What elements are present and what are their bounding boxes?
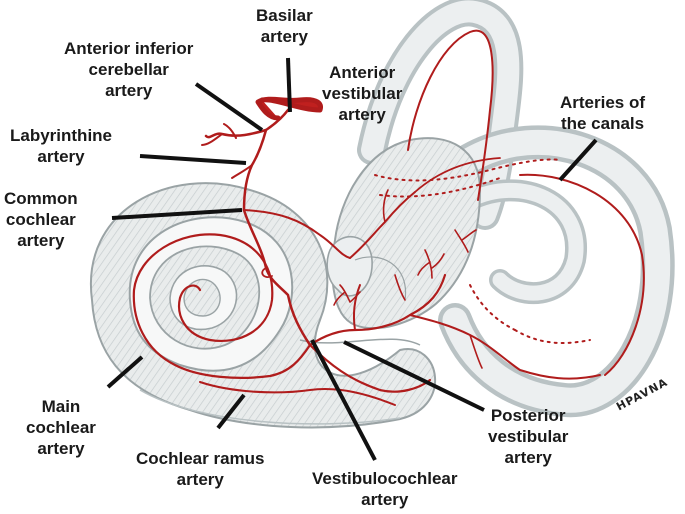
arteries <box>132 29 645 406</box>
leader-lines <box>106 57 598 461</box>
leader-common-cochlear <box>111 208 243 220</box>
leader-posterior-vestibular <box>343 340 485 412</box>
main-cochlear-artery-shape <box>132 233 312 379</box>
leader-canals <box>558 138 598 182</box>
vestibular-labyrinth <box>326 0 675 418</box>
aica-shape <box>204 108 290 139</box>
leader-basilar <box>286 57 292 113</box>
leader-cochlear-ramus <box>216 393 246 430</box>
basilar-artery-shape <box>255 96 323 121</box>
leader-main-cochlear <box>106 355 144 389</box>
leader-aica <box>194 82 264 132</box>
leader-vestibulocochlear <box>310 339 377 461</box>
leader-labyrinthine <box>139 154 247 165</box>
